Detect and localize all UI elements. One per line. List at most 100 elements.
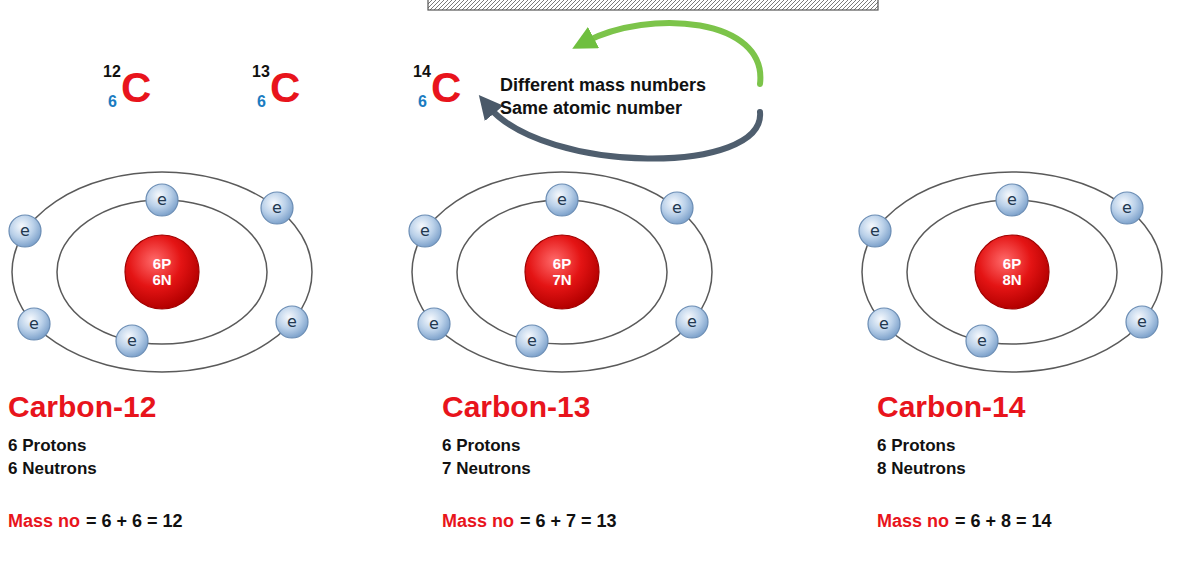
electron-circle [1126, 306, 1158, 338]
mass-number-key: Mass no [442, 512, 514, 530]
nucleus: 6P8N [974, 234, 1050, 310]
electron-circle [859, 215, 891, 247]
particle-count: 6 Protons [442, 437, 520, 454]
electron-label: e [29, 316, 39, 333]
electron-label: e [429, 316, 439, 333]
title-bar [428, 0, 878, 10]
outer-orbit [12, 172, 312, 372]
electron-circle [409, 215, 441, 247]
isotope-name: Carbon-13 [442, 392, 590, 422]
electron-label: e [870, 223, 880, 240]
atomic-number: 6 [257, 94, 266, 110]
nucleus-circle [125, 235, 199, 309]
electron-label: e [879, 316, 889, 333]
electron-label: e [127, 333, 137, 350]
mass-number-sum: = 6 + 6 = 12 [86, 512, 183, 530]
particle-count: 6 Neutrons [8, 460, 97, 477]
mass-number-sum: = 6 + 7 = 13 [520, 512, 617, 530]
nucleus-label: 6N [152, 272, 171, 288]
electron: e [545, 183, 579, 217]
electron-label: e [687, 314, 697, 331]
electron-label: e [1137, 314, 1147, 331]
electron-circle [146, 184, 178, 216]
electron-label: e [557, 192, 567, 209]
electron-label: e [977, 333, 987, 350]
atomic-number: 6 [108, 94, 117, 110]
nucleus-circle [525, 235, 599, 309]
inner-orbit [907, 200, 1117, 344]
mass-number-key: Mass no [8, 512, 80, 530]
nucleus: 6P7N [524, 234, 600, 310]
electron-circle [661, 192, 693, 224]
particle-count: 8 Neutrons [877, 460, 966, 477]
electron: e [17, 307, 51, 341]
electron-label: e [527, 333, 537, 350]
atomic-number: 6 [418, 94, 427, 110]
electron-circle [261, 192, 293, 224]
nucleus-label: 6P [553, 256, 571, 272]
electron-label: e [20, 223, 30, 240]
nucleus-circle [975, 235, 1049, 309]
nucleus-label: 8N [1002, 272, 1021, 288]
electron-label: e [420, 223, 430, 240]
electron-label: e [1122, 200, 1132, 217]
electron-circle [966, 325, 998, 357]
electron-circle [418, 308, 450, 340]
electron: e [115, 324, 149, 358]
electron: e [660, 191, 694, 225]
inner-orbit [457, 200, 667, 344]
electron: e [965, 324, 999, 358]
electron-label: e [1007, 192, 1017, 209]
electron-label: e [157, 192, 167, 209]
outer-orbit [862, 172, 1162, 372]
electron: e [858, 214, 892, 248]
nucleus-label: 6P [1003, 256, 1021, 272]
particle-count: 6 Protons [8, 437, 86, 454]
nucleus-label: 7N [552, 272, 571, 288]
electron-label: e [287, 314, 297, 331]
electron: e [145, 183, 179, 217]
electron: e [8, 214, 42, 248]
electron: e [275, 305, 309, 339]
particle-count: 6 Protons [877, 437, 955, 454]
isotope-name: Carbon-12 [8, 392, 156, 422]
electron: e [1110, 191, 1144, 225]
electron: e [417, 307, 451, 341]
electron: e [515, 324, 549, 358]
annotation: Different mass numbers [500, 76, 706, 94]
mass-number: 14 [413, 64, 431, 80]
electron: e [408, 214, 442, 248]
electron-label: e [672, 200, 682, 217]
electron: e [260, 191, 294, 225]
green-curved-arrow [585, 23, 760, 84]
mass-number-key: Mass no [877, 512, 949, 530]
mass-number: 12 [103, 64, 121, 80]
electron: e [995, 183, 1029, 217]
mass-number-sum: = 6 + 8 = 14 [955, 512, 1052, 530]
electron-circle [276, 306, 308, 338]
particle-count: 7 Neutrons [442, 460, 531, 477]
electron-circle [676, 306, 708, 338]
electron-circle [116, 325, 148, 357]
inner-orbit [57, 200, 267, 344]
mass-number: 13 [252, 64, 270, 80]
isotope-name: Carbon-14 [877, 392, 1025, 422]
element-symbol: C [431, 67, 461, 109]
nucleus-label: 6P [153, 256, 171, 272]
outer-orbit [412, 172, 712, 372]
electron-label: e [272, 200, 282, 217]
electron-circle [516, 325, 548, 357]
nucleus: 6P6N [124, 234, 200, 310]
element-symbol: C [121, 67, 151, 109]
electron-circle [868, 308, 900, 340]
electron-circle [18, 308, 50, 340]
electron-circle [546, 184, 578, 216]
electron: e [1125, 305, 1159, 339]
element-symbol: C [270, 67, 300, 109]
electron: e [675, 305, 709, 339]
electron-circle [996, 184, 1028, 216]
annotation: Same atomic number [500, 99, 682, 117]
electron-circle [9, 215, 41, 247]
electron: e [867, 307, 901, 341]
